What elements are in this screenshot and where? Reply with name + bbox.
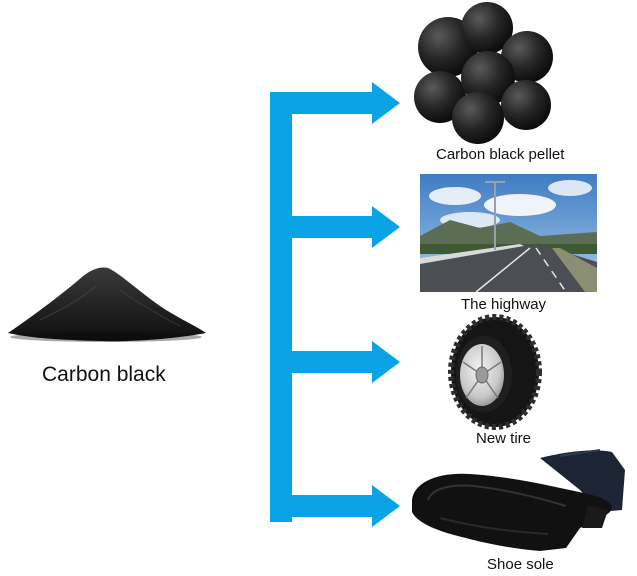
source-label: Carbon black [42, 363, 166, 386]
shoe-sole-icon [412, 449, 625, 551]
arrowhead-3 [372, 341, 400, 383]
connector-branch-4 [270, 495, 378, 517]
arrowhead-2 [372, 206, 400, 248]
carbon-black-pellets-icon [414, 2, 553, 144]
tire-icon [448, 314, 542, 430]
output-label-shoe-sole: Shoe sole [487, 556, 554, 573]
connector-branch-3 [270, 351, 378, 373]
connector-tree [270, 82, 400, 527]
connector-branch-1 [270, 92, 378, 114]
carbon-black-powder-pile-icon [8, 267, 206, 342]
connector-branch-2 [270, 216, 378, 238]
output-label-highway: The highway [461, 296, 547, 313]
output-label-pellet: Carbon black pellet [436, 146, 565, 163]
highway-photo-icon [420, 174, 597, 293]
output-label-tire: New tire [476, 430, 532, 447]
arrowhead-4 [372, 485, 400, 527]
connector-spine [270, 92, 292, 522]
arrowhead-1 [372, 82, 400, 124]
